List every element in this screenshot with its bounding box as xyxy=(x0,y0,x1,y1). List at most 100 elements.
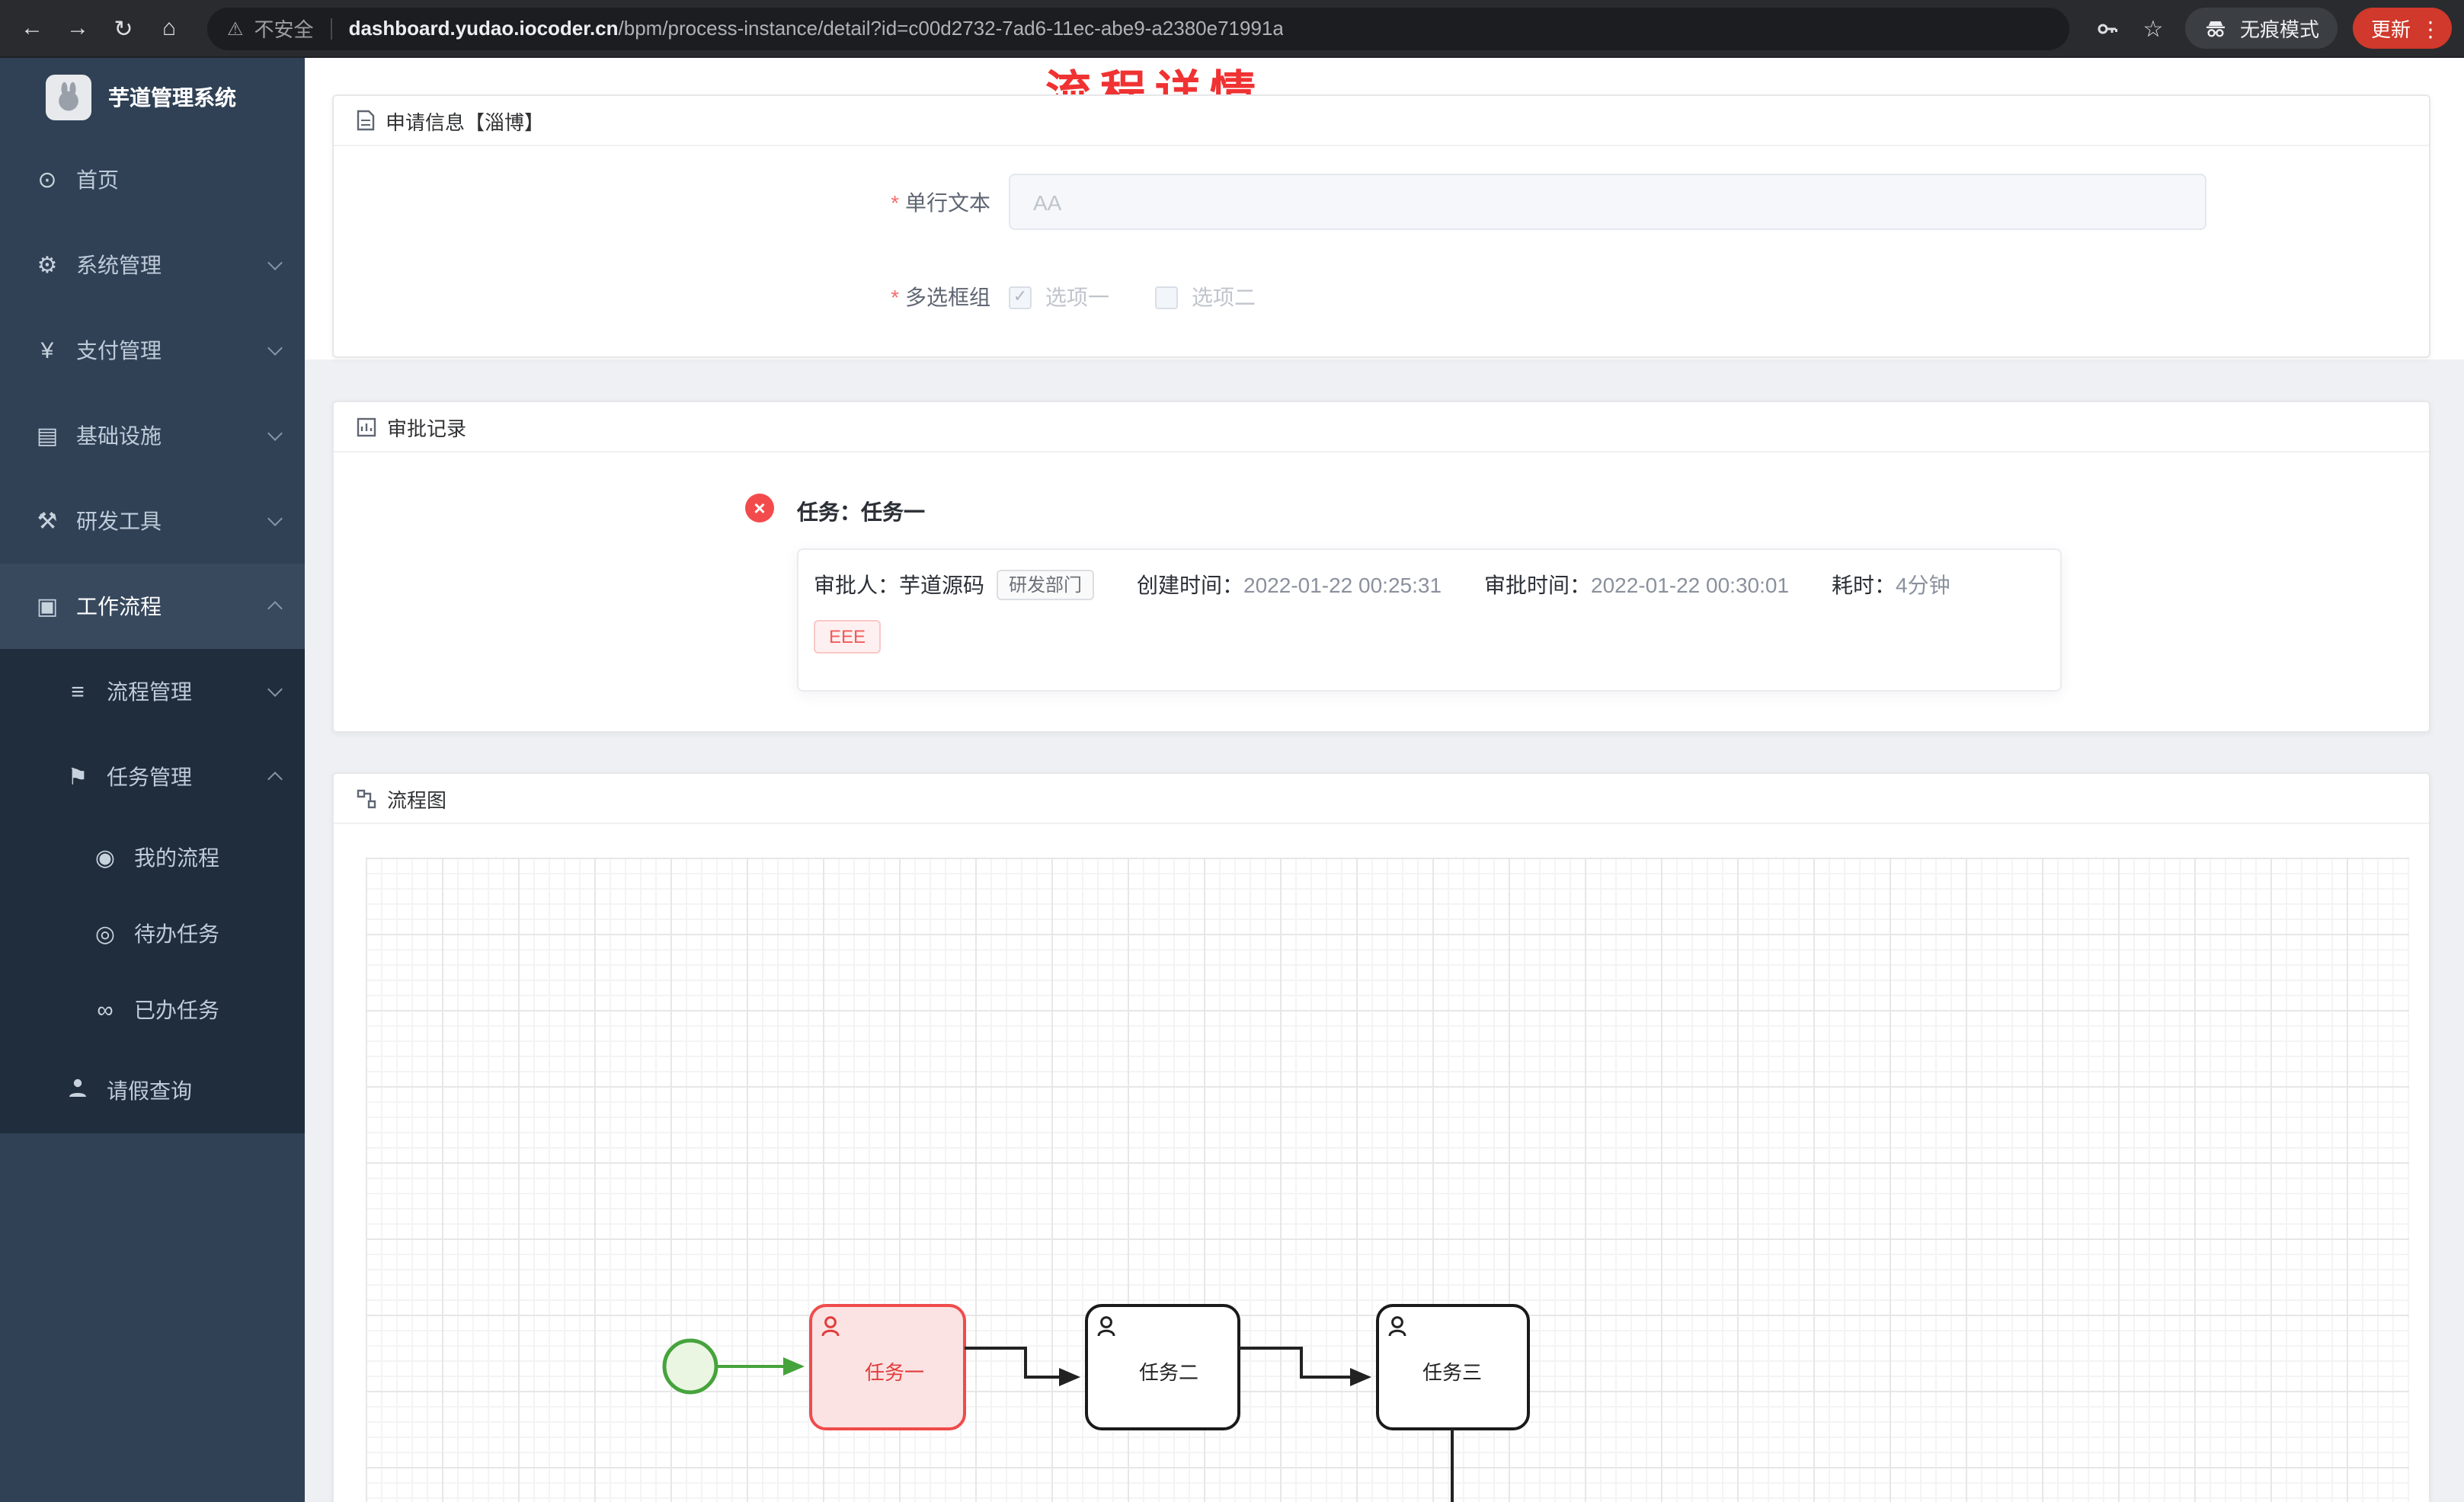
process-diagram-card: 流程图 xyxy=(332,772,2430,1502)
sidebar-item-label: 流程管理 xyxy=(107,679,192,704)
text-field-row: *单行文本 xyxy=(334,174,2429,230)
checkbox-option-1[interactable]: ✓ 选项一 xyxy=(1009,282,1109,312)
workflow-icon: ▣ xyxy=(36,594,59,620)
update-label: 更新 xyxy=(2370,18,2411,41)
flow-arrow-1-2 xyxy=(965,1347,1080,1386)
sidebar-item-label: 已办任务 xyxy=(134,998,219,1022)
url-domain: dashboard.yudao.iocoder.cn xyxy=(348,17,619,40)
menu-dots-icon: ⋮ xyxy=(2420,16,2441,40)
payment-icon: ¥ xyxy=(40,337,54,363)
sidebar-item-payment[interactable]: ¥ 支付管理 xyxy=(0,308,305,393)
approval-detail-row: 审批人： 芋道源码 研发部门 创建时间： 2022-01-22 00:25:31… xyxy=(814,570,2045,600)
diagram-icon xyxy=(357,788,376,808)
flow-arrow-2-3 xyxy=(1239,1347,1371,1386)
sidebar-item-task-management[interactable]: ⚑ 任务管理 xyxy=(0,734,305,820)
reload-button[interactable]: ↻ xyxy=(114,16,133,42)
single-line-text-input[interactable] xyxy=(1009,174,2206,230)
approve-time-label: 审批时间： xyxy=(1484,573,1592,597)
approver-label: 审批人： xyxy=(814,573,899,597)
chevron-down-icon xyxy=(267,511,283,526)
bpmn-canvas[interactable]: 任务一 任务二 任务三 xyxy=(366,858,2409,1502)
forward-button[interactable]: → xyxy=(66,15,89,41)
task-icon: ⚑ xyxy=(67,765,88,791)
field-label: *多选框组 xyxy=(891,285,990,309)
sidebar-item-workflow[interactable]: ▣ 工作流程 xyxy=(0,564,305,649)
sidebar-item-label: 待办任务 xyxy=(134,922,219,946)
checkbox-field-row: *多选框组 ✓ 选项一 选项二 xyxy=(334,282,2429,312)
checkbox-group: ✓ 选项一 选项二 xyxy=(1009,282,1256,312)
checkbox-checked-icon: ✓ xyxy=(1009,286,1032,308)
comment-tag: EEE xyxy=(814,620,882,654)
app-title: 芋道管理系统 xyxy=(108,85,236,110)
sidebar-item-todo-tasks[interactable]: ◎ 待办任务 xyxy=(0,896,305,972)
chevron-down-icon xyxy=(267,682,283,697)
card-title: 审批记录 xyxy=(387,417,467,439)
chevron-down-icon xyxy=(267,340,283,356)
sidebar-item-done-tasks[interactable]: ∞ 已办任务 xyxy=(0,972,305,1048)
url-path: /bpm/process-instance/detail?id=c00d2732… xyxy=(618,17,1284,40)
process-icon: ≡ xyxy=(71,679,85,705)
approver-name: 芋道源码 xyxy=(899,573,984,597)
checkbox-label: 选项一 xyxy=(1045,285,1109,309)
sidebar-item-leave-query[interactable]: 请假查询 xyxy=(0,1048,305,1133)
task-node-2[interactable] xyxy=(1085,1304,1240,1430)
chevron-down-icon xyxy=(267,426,283,441)
required-mark: * xyxy=(891,190,899,214)
create-time-label: 创建时间： xyxy=(1137,573,1244,597)
bpmn-diagram: 任务一 任务二 任务三 xyxy=(662,1304,1530,1502)
update-button[interactable]: 更新 ⋮ xyxy=(2352,8,2452,49)
sidebar-item-label: 支付管理 xyxy=(76,338,162,363)
start-event-node[interactable] xyxy=(662,1338,718,1395)
password-key-icon[interactable] xyxy=(2088,8,2127,48)
approval-records-card: 审批记录 × 任务：任务一 审批人： 芋道源码 研发部门 创建时间： 2022-… xyxy=(332,401,2430,733)
bookmark-star-icon[interactable]: ☆ xyxy=(2142,16,2164,42)
sidebar-item-label: 我的流程 xyxy=(134,845,219,870)
app-logo: 芋道管理系统 xyxy=(0,58,305,137)
checkbox-option-2[interactable]: 选项二 xyxy=(1155,282,1256,312)
sidebar-item-process-management[interactable]: ≡ 流程管理 xyxy=(0,649,305,734)
sidebar-item-devtools[interactable]: ⚒ 研发工具 xyxy=(0,478,305,564)
infrastructure-icon: ▤ xyxy=(36,423,59,449)
duration-label: 耗时： xyxy=(1832,573,1896,597)
address-bar[interactable]: ⚠ 不安全 dashboard.yudao.iocoder.cn/bpm/pro… xyxy=(207,7,2069,50)
chevron-up-icon xyxy=(267,772,283,787)
task-node-label: 任务三 xyxy=(1422,1361,1482,1384)
required-mark: * xyxy=(891,285,899,309)
chevron-down-icon xyxy=(267,255,283,270)
approve-time-value: 2022-01-22 00:30:01 xyxy=(1591,573,1790,597)
browser-toolbar: ← → ↻ ⌂ ⚠ 不安全 dashboard.yudao.iocoder.cn… xyxy=(0,0,2464,58)
devtools-icon: ⚒ xyxy=(37,509,58,535)
sidebar-item-system[interactable]: ⚙ 系统管理 xyxy=(0,222,305,308)
duration-value: 4分钟 xyxy=(1896,573,1950,597)
sidebar: 芋道管理系统 ⊙ 首页 ⚙ 系统管理 ¥ 支付管理 ▤ 基础设施 ⚒ 研发工具 … xyxy=(0,58,305,1502)
task-error-icon: × xyxy=(745,494,774,523)
user-task-icon xyxy=(1097,1316,1115,1337)
task-node-1[interactable] xyxy=(809,1304,966,1430)
home-button[interactable]: ⌂ xyxy=(162,15,177,41)
task-node-label: 任务一 xyxy=(865,1361,924,1384)
checkbox-label: 选项二 xyxy=(1192,285,1256,309)
user-task-icon xyxy=(821,1316,840,1337)
sidebar-item-my-process[interactable]: ◉ 我的流程 xyxy=(0,820,305,896)
user-task-icon xyxy=(1388,1316,1406,1337)
back-button[interactable]: ← xyxy=(21,15,43,41)
sidebar-item-home[interactable]: ⊙ 首页 xyxy=(0,137,305,222)
create-time-value: 2022-01-22 00:25:31 xyxy=(1243,573,1442,597)
field-label: *单行文本 xyxy=(891,190,990,214)
workflow-submenu: ≡ 流程管理 ⚑ 任务管理 ◉ 我的流程 ◎ 待办任务 ∞ 已办任务 xyxy=(0,649,305,1133)
sidebar-item-label: 首页 xyxy=(76,168,119,192)
sidebar-item-label: 任务管理 xyxy=(107,765,192,789)
url-text: dashboard.yudao.iocoder.cn/bpm/process-i… xyxy=(349,17,1284,40)
task-node-label: 任务二 xyxy=(1139,1361,1198,1384)
approval-records-header: 审批记录 xyxy=(334,402,2429,452)
warning-icon: ⚠ xyxy=(227,18,244,39)
sidebar-item-label: 请假查询 xyxy=(107,1079,192,1103)
sidebar-item-infrastructure[interactable]: ▤ 基础设施 xyxy=(0,393,305,478)
document-icon xyxy=(357,110,375,131)
main-content: 流程详情 申请信息【淄博】 *单行文本 *多选框组 ✓ 选项一 xyxy=(305,58,2464,1502)
process-diagram-header: 流程图 xyxy=(334,774,2429,824)
record-icon xyxy=(357,417,376,436)
my-process-icon: ◉ xyxy=(94,845,116,871)
checkbox-unchecked-icon xyxy=(1155,286,1178,308)
